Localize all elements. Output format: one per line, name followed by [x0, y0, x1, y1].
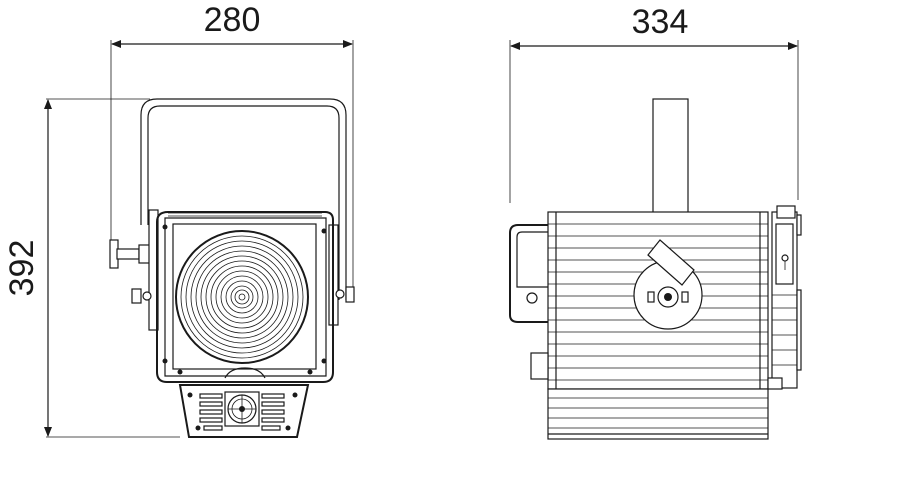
side-rear-box: [547, 388, 769, 440]
dimension-label-front-width: 280: [204, 1, 261, 39]
side-view: [509, 98, 802, 440]
clamp-knob: [109, 239, 152, 269]
dimension-side-width: 334: [509, 3, 799, 203]
tilt-pivot: [633, 239, 703, 330]
fresnel-lens: [175, 230, 309, 364]
fan-housing: [178, 384, 310, 438]
front-yoke: [140, 98, 347, 300]
side-front-bezel: [767, 205, 802, 390]
fan-icon: [224, 391, 260, 427]
dimension-front-width: 280: [110, 1, 354, 292]
front-screws: [162, 224, 327, 375]
front-view: [109, 98, 355, 438]
dimension-label-height: 392: [3, 240, 41, 297]
side-handle: [509, 224, 549, 380]
dimension-label-side-width: 334: [632, 3, 689, 41]
dimension-height: 392: [3, 98, 180, 438]
vent-slots: [199, 393, 285, 431]
